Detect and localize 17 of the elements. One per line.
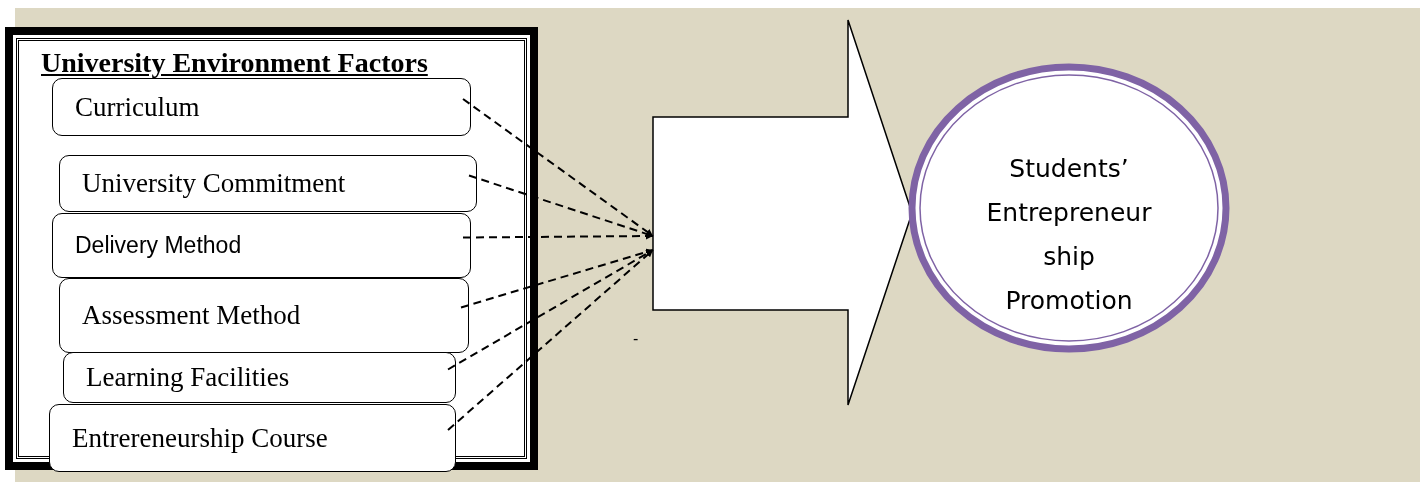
dashed-connector bbox=[462, 232, 654, 240]
dashed-connector bbox=[447, 249, 654, 371]
group-frame bbox=[5, 27, 538, 470]
dashed-connector bbox=[447, 249, 654, 431]
block-arrow bbox=[653, 20, 912, 405]
dashed-connector bbox=[460, 248, 654, 309]
factor-box: Assessment Method bbox=[59, 278, 469, 353]
factor-box: University Commitment bbox=[59, 155, 477, 212]
factor-box: Delivery Method bbox=[52, 213, 471, 278]
factor-box: Curriculum bbox=[52, 78, 471, 136]
factor-box: Entrereneurship Course bbox=[49, 404, 456, 472]
group-heading: University Environment Factors bbox=[41, 47, 428, 79]
outcome-ellipse bbox=[908, 63, 1230, 353]
stray-mark: - bbox=[633, 330, 639, 348]
outcome-text: Students’ Entrepreneur ship Promotion bbox=[985, 153, 1153, 317]
factor-box: Learning Facilities bbox=[63, 352, 456, 403]
dashed-connector bbox=[462, 98, 654, 237]
